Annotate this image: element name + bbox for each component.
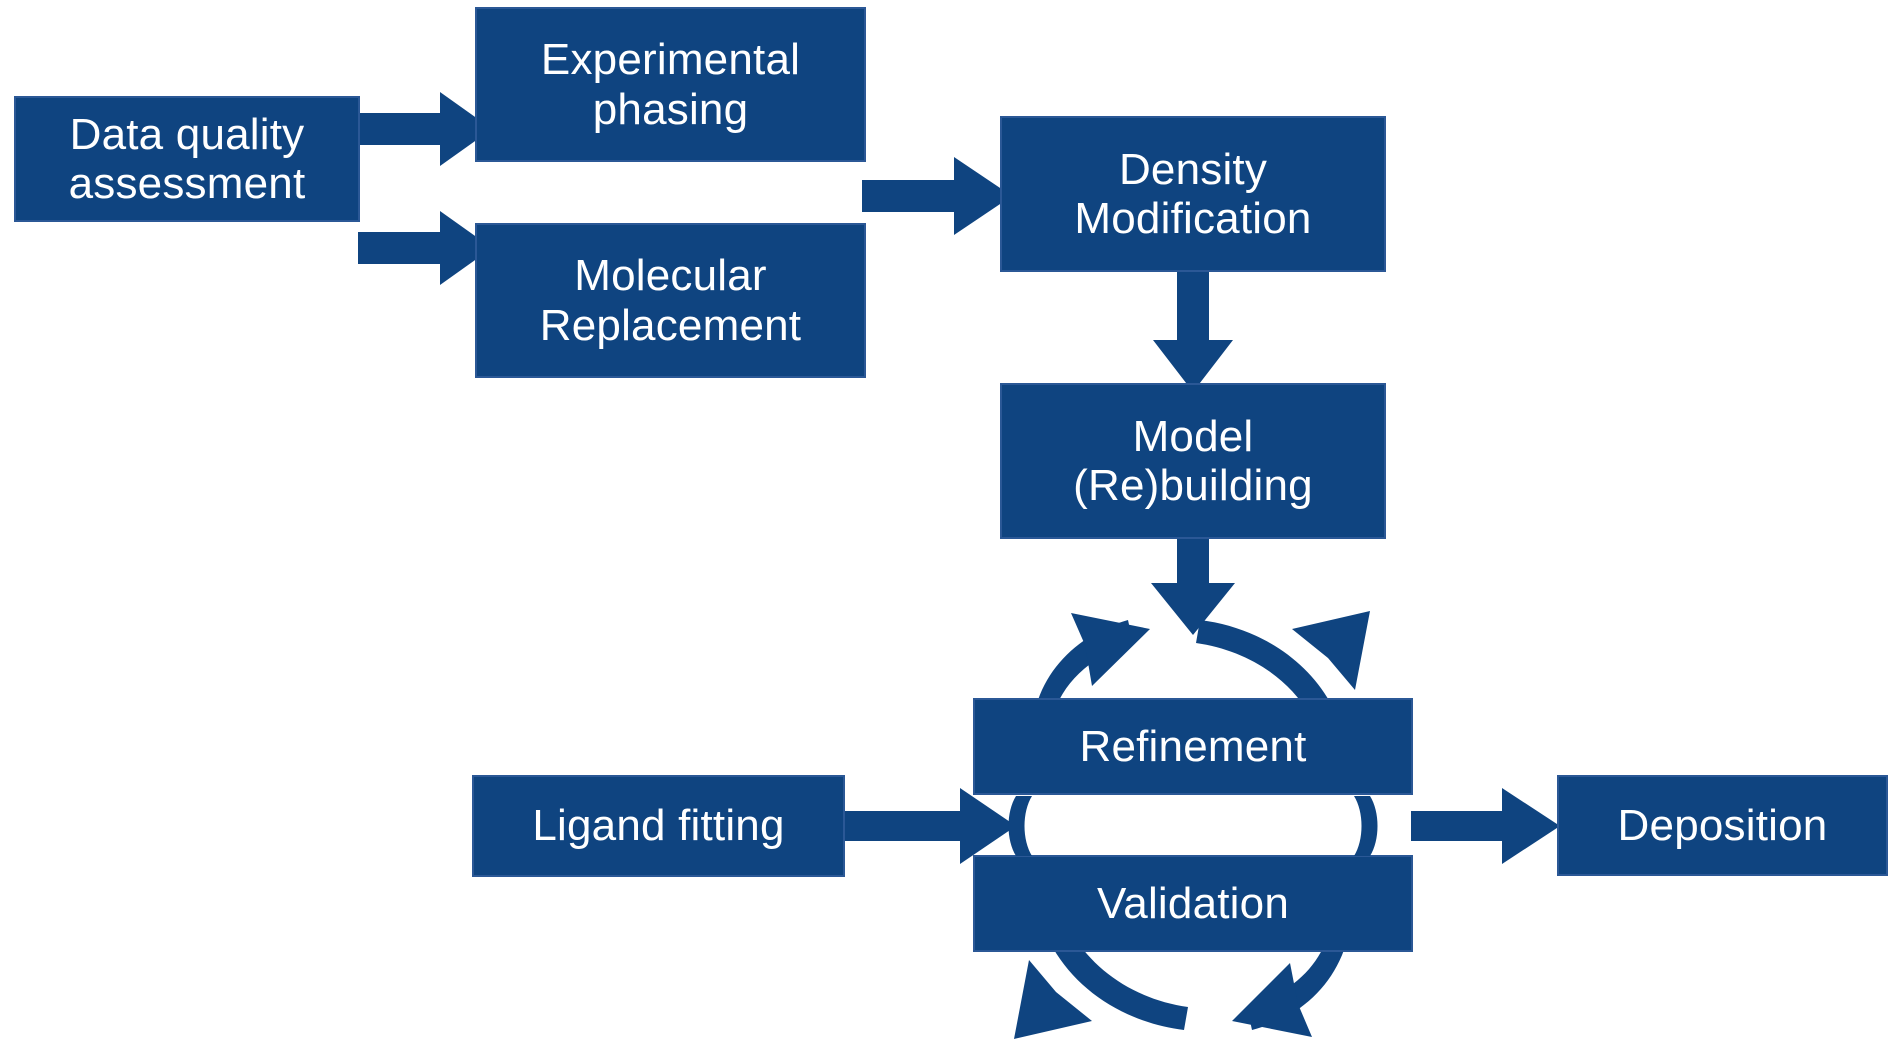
- node-validation[interactable]: Validation: [973, 855, 1413, 952]
- node-label-refinement: Refinement: [1079, 721, 1307, 771]
- arrow-cycle-to-deposition: [1411, 788, 1560, 864]
- cycle-arc-bottom-right: [1232, 938, 1344, 1037]
- node-model-rebuilding[interactable]: Model (Re)building: [1000, 383, 1386, 539]
- arrow-ligandfitting-to-refinementcycle: [843, 788, 1016, 864]
- node-ligand-fitting[interactable]: Ligand fitting: [472, 775, 845, 877]
- arrow-dataquality-to-molecularreplacement: [358, 211, 492, 285]
- node-label-density-modification: Density Modification: [1074, 144, 1312, 243]
- node-label-model-rebuilding: Model (Re)building: [1073, 411, 1313, 510]
- cycle-stub-right: [1354, 796, 1378, 856]
- node-label-ligand-fitting: Ligand fitting: [532, 801, 785, 851]
- arrow-modelrebuilding-to-refinementcycle: [1151, 533, 1235, 635]
- cycle-arc-top-right: [1196, 611, 1370, 715]
- node-label-molecular-replacement: Molecular Replacement: [539, 251, 802, 350]
- node-label-deposition: Deposition: [1617, 800, 1828, 850]
- node-label-validation: Validation: [1097, 878, 1289, 928]
- node-molecular-replacement[interactable]: Molecular Replacement: [475, 223, 866, 378]
- node-experimental-phasing[interactable]: Experimental phasing: [475, 7, 866, 162]
- node-density-modification[interactable]: Density Modification: [1000, 116, 1386, 272]
- arrow-dataquality-to-experimentalphasing: [358, 92, 492, 166]
- cycle-arc-bottom-left: [1014, 935, 1188, 1039]
- arrow-phasing-to-densitymodification: [862, 157, 1012, 235]
- node-deposition[interactable]: Deposition: [1557, 775, 1888, 876]
- node-data-quality-assessment[interactable]: Data quality assessment: [14, 96, 360, 222]
- node-refinement[interactable]: Refinement: [973, 698, 1413, 795]
- node-label-data-quality-assessment: Data quality assessment: [68, 109, 306, 208]
- node-label-experimental-phasing: Experimental phasing: [540, 35, 801, 134]
- cycle-stub-left: [1008, 796, 1032, 856]
- cycle-arc-top-left: [1038, 613, 1150, 712]
- arrow-densitymodification-to-modelrebuilding: [1153, 268, 1233, 392]
